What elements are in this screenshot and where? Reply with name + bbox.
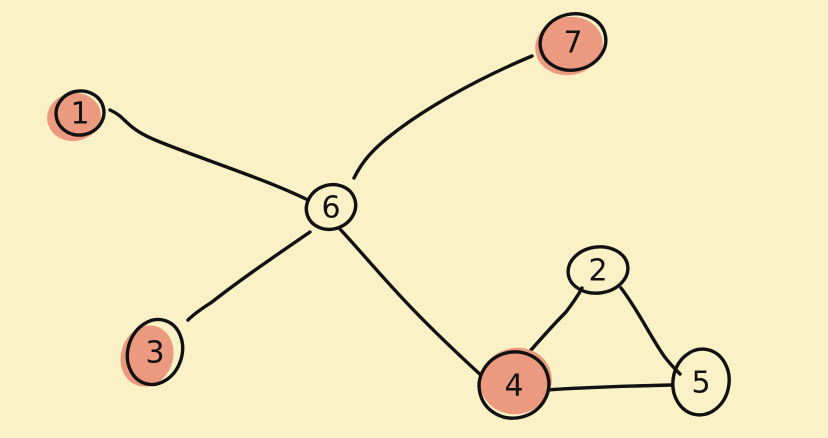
node-7-highlight-fill bbox=[535, 16, 603, 76]
nodes-layer: 1 2 3 4 5 6 7 bbox=[54, 12, 731, 420]
edge-1-6 bbox=[108, 108, 308, 201]
node-5-label: 5 bbox=[691, 366, 710, 401]
node-2-outline bbox=[566, 245, 630, 295]
edge-7-6 bbox=[352, 54, 534, 180]
node-2: 2 bbox=[566, 245, 630, 295]
node-6-label: 6 bbox=[321, 191, 340, 226]
edge-3-6 bbox=[186, 230, 312, 322]
edge-4-2 bbox=[522, 286, 584, 360]
node-4-highlight-fill bbox=[480, 347, 552, 415]
node-7-outline bbox=[538, 12, 608, 72]
edges-layer bbox=[108, 54, 682, 392]
node-1-outline bbox=[54, 89, 106, 137]
node-5: 5 bbox=[671, 347, 731, 417]
node-6: 6 bbox=[304, 182, 358, 232]
node-5-outline bbox=[671, 347, 731, 417]
node-3-outline bbox=[125, 317, 185, 387]
node-4: 4 bbox=[477, 350, 551, 420]
node-6-outline bbox=[304, 182, 358, 232]
node-7-label: 7 bbox=[563, 26, 582, 61]
edge-6-4 bbox=[337, 226, 486, 380]
node-1-label: 1 bbox=[70, 97, 89, 132]
node-1: 1 bbox=[54, 89, 106, 137]
node-3-highlight-fill bbox=[120, 325, 174, 387]
node-2-label: 2 bbox=[588, 254, 607, 289]
node-4-label: 4 bbox=[504, 369, 523, 404]
node-4-outline bbox=[477, 350, 551, 420]
node-3-label: 3 bbox=[145, 336, 164, 371]
node-3: 3 bbox=[125, 317, 185, 387]
edge-4-5 bbox=[544, 383, 674, 392]
node-7: 7 bbox=[538, 12, 608, 72]
